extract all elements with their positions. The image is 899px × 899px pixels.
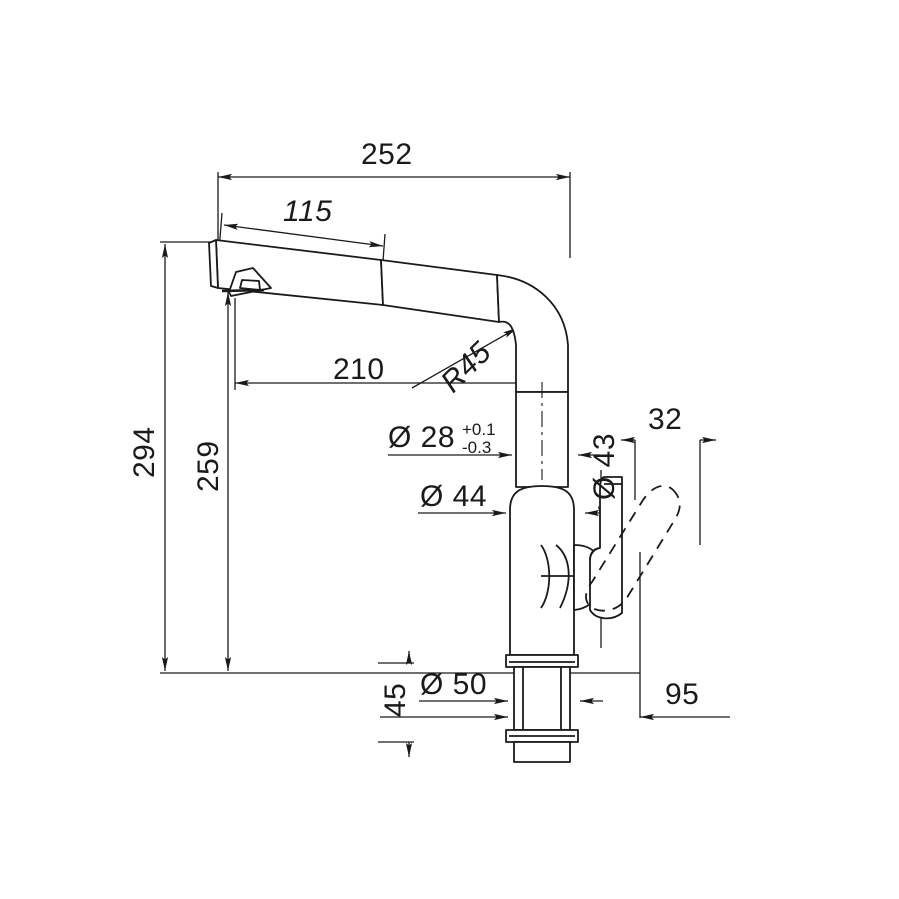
dim-label-252: 252 (361, 138, 413, 171)
dim-label-115: 115 (283, 195, 333, 228)
shank-nut (513, 741, 571, 763)
dim-32 (621, 436, 716, 545)
dim-label-d44: Ø 44 (420, 480, 488, 513)
handle-lever-inner (589, 547, 601, 561)
spray-trigger-slot (239, 279, 261, 291)
handle-lever-ghost (585, 485, 681, 612)
dim-210 (234, 298, 537, 390)
dim-259 (224, 287, 252, 671)
dim-label-d28-tolerance: +0.1 -0.3 (462, 421, 496, 457)
dim-252 (217, 172, 571, 258)
dim-label-d43: Ø 43 (588, 432, 621, 500)
tolerance-upper: +0.1 (462, 420, 496, 439)
dim-label-d50: Ø 50 (420, 668, 488, 701)
spout-elbow (496, 274, 569, 393)
spray-head-underline (221, 288, 265, 293)
dim-label-259: 259 (192, 440, 225, 492)
tolerance-lower: -0.3 (462, 437, 492, 457)
dim-r45-leader (411, 327, 518, 389)
dim-label-294: 294 (128, 426, 161, 478)
dim-95 (380, 552, 730, 721)
dim-label-d28: Ø 28 (388, 421, 456, 454)
dim-label-32: 32 (648, 403, 683, 436)
dim-label-45: 45 (379, 682, 412, 717)
dim-label-210: 210 (333, 353, 385, 386)
dim-45 (378, 651, 414, 757)
spout-tube (515, 391, 569, 488)
spout-segment-1 (380, 259, 500, 323)
faucet-outline (208, 239, 681, 763)
dim-label-95: 95 (665, 678, 700, 711)
nozzle-front-cap (208, 239, 219, 289)
base-flange-upper (505, 654, 579, 668)
